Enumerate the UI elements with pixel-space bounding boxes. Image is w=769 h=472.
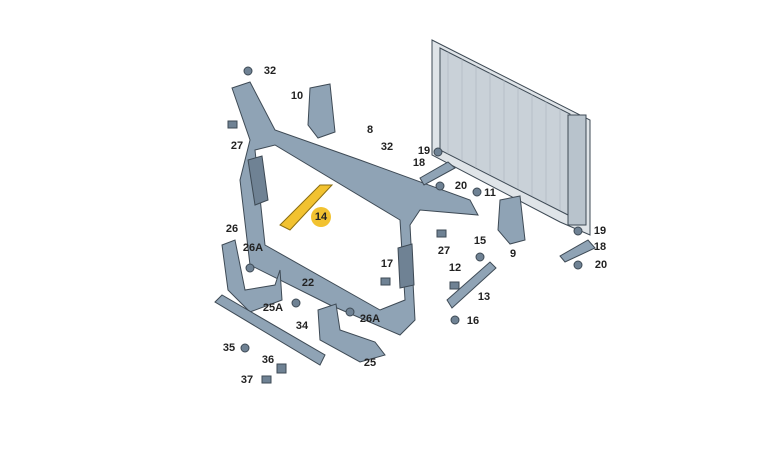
callout-26a: 26A bbox=[242, 242, 264, 254]
callout-11: 11 bbox=[484, 187, 496, 199]
callout-22: 22 bbox=[301, 277, 315, 289]
callout-12: 12 bbox=[448, 262, 462, 274]
callout-37: 37 bbox=[240, 374, 254, 386]
callout-32: 32 bbox=[263, 65, 277, 77]
bumper-guide-34 bbox=[214, 294, 326, 366]
callout-26a: 26A bbox=[359, 313, 381, 325]
callout-17: 17 bbox=[380, 258, 394, 270]
callout-27: 27 bbox=[437, 245, 451, 257]
callout-10: 10 bbox=[290, 90, 304, 102]
callout-18: 18 bbox=[412, 157, 426, 169]
callout-36: 36 bbox=[261, 354, 275, 366]
part-14-highlighted bbox=[279, 184, 334, 231]
radiator bbox=[431, 39, 591, 236]
callout-13: 13 bbox=[477, 291, 491, 303]
callout-19: 19 bbox=[417, 145, 431, 157]
callout-35: 35 bbox=[222, 342, 236, 354]
callout-20: 20 bbox=[594, 259, 608, 271]
callout-32: 32 bbox=[380, 141, 394, 153]
bracket-25 bbox=[317, 303, 386, 363]
callout-18: 18 bbox=[593, 241, 607, 253]
callout-16: 16 bbox=[466, 315, 480, 327]
callout-14-highlighted: 14 bbox=[311, 207, 331, 227]
bracket-10 bbox=[307, 83, 336, 139]
strip-13 bbox=[446, 261, 497, 309]
callout-26: 26 bbox=[225, 223, 239, 235]
mount-18-right bbox=[559, 239, 596, 263]
bracket-26 bbox=[221, 239, 283, 313]
callout-25a: 25A bbox=[262, 302, 284, 314]
callout-27: 27 bbox=[230, 140, 244, 152]
callout-15: 15 bbox=[473, 235, 487, 247]
lock-carrier-frame bbox=[231, 81, 479, 336]
callout-8: 8 bbox=[366, 124, 374, 136]
callout-19: 19 bbox=[593, 225, 607, 237]
callout-9: 9 bbox=[509, 248, 517, 260]
bracket-9 bbox=[497, 195, 526, 245]
callout-20: 20 bbox=[454, 180, 468, 192]
callout-25: 25 bbox=[363, 357, 377, 369]
mount-18-top bbox=[419, 161, 456, 186]
callout-34: 34 bbox=[295, 320, 309, 332]
